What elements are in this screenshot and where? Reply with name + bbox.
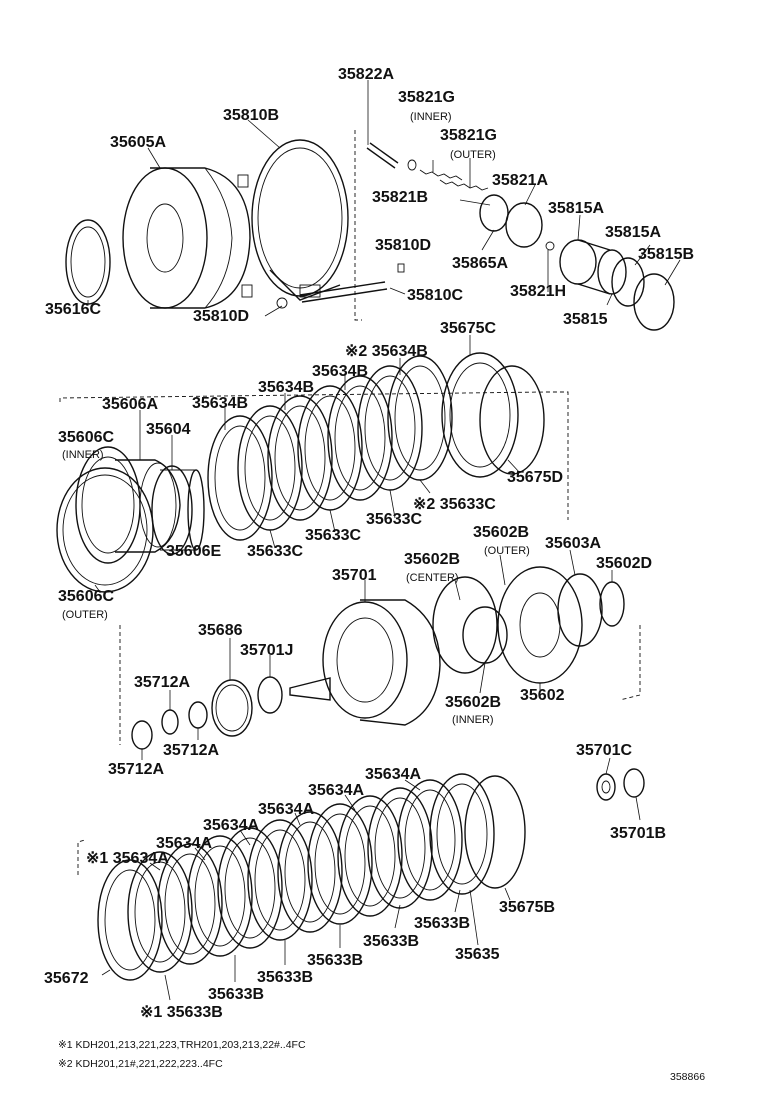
label-35606A: 35606A — [102, 396, 158, 413]
label-35633B-1: 35633B — [414, 915, 470, 932]
label-35810B: 35810B — [223, 107, 279, 124]
label-35634A-1: 35634A — [365, 766, 421, 783]
label-inner-2: (INNER) — [62, 449, 104, 461]
label-outer: (OUTER) — [450, 149, 496, 161]
diagram-code: 358866 — [670, 1071, 705, 1083]
label-35634A-3: 35634A — [258, 801, 314, 818]
label-35603A: 35603A — [545, 535, 601, 552]
label-35633C-4: 35633C — [247, 543, 303, 560]
label-35810D: 35810D — [375, 237, 431, 254]
servo-piston-35815 — [559, 239, 675, 331]
label-inner: (INNER) — [410, 111, 452, 123]
thrust-washers-35602B — [432, 576, 508, 674]
label-35821G-outer: 35821G — [440, 127, 497, 144]
label-inner-3: (INNER) — [452, 714, 494, 726]
label-35616C: 35616C — [45, 301, 101, 318]
label-35810C: 35810C — [407, 287, 463, 304]
label-35672: 35672 — [44, 970, 89, 987]
label-35712A-3: 35712A — [108, 761, 164, 778]
label-35606C-outer: 35606C — [58, 588, 114, 605]
label-35815B: 35815B — [638, 246, 694, 263]
label-35634A-4: 35634A — [203, 817, 259, 834]
label-35602D: 35602D — [596, 555, 652, 572]
label-35605A: 35605A — [110, 134, 166, 151]
label-35602B-inner: 35602B — [445, 694, 501, 711]
label-outer-3: (OUTER) — [484, 545, 530, 557]
label-35821G-inner: 35821G — [398, 89, 455, 106]
brake-band-35810B — [251, 139, 349, 301]
clutch-drum-35606A — [75, 446, 181, 564]
label-35675B: 35675B — [499, 899, 555, 916]
label-35810D-2: 35810D — [193, 308, 249, 325]
label-35602: 35602 — [520, 687, 565, 704]
label-35604: 35604 — [146, 421, 191, 438]
label-35675C: 35675C — [440, 320, 496, 337]
label-35634A-5: 35634A — [156, 835, 212, 852]
label-35606C-inner: 35606C — [58, 429, 114, 446]
brake-drum-35605A — [122, 167, 253, 309]
washers-35701C-35701B — [596, 768, 645, 801]
label-35701: 35701 — [332, 567, 377, 584]
label-35633C-2: 35633C — [366, 511, 422, 528]
label-35712A-2: 35712A — [163, 742, 219, 759]
footnote-2: ※2 KDH201,21#,221,222,223..4FC — [58, 1058, 223, 1070]
label-35815A: 35815A — [548, 200, 604, 217]
label-35701B: 35701B — [610, 825, 666, 842]
label-35602B-outer: 35602B — [473, 524, 529, 541]
label-35821B: 35821B — [372, 189, 428, 206]
piston-seal-35606C — [56, 467, 154, 593]
label-35701J: 35701J — [240, 642, 293, 659]
label-35633B-5: 35633B — [208, 986, 264, 1003]
label-35606E: 35606E — [166, 543, 221, 560]
clutch-plate-stack-lower — [97, 773, 526, 981]
label-35821H: 35821H — [510, 283, 566, 300]
label-35633B-2: 35633B — [363, 933, 419, 950]
label-35633B-note1: ※1 35633B — [140, 1004, 223, 1021]
servo-rod-35822A — [366, 142, 555, 251]
label-35634A-note1: ※1 35634A — [86, 850, 169, 867]
label-35634A-2: 35634A — [308, 782, 364, 799]
part-labels: 35822A 35821G (INNER) 35821G (OUTER) 358… — [44, 66, 694, 1021]
label-35865A: 35865A — [452, 255, 508, 272]
label-35602B-center: 35602B — [404, 551, 460, 568]
label-center: (CENTER) — [406, 572, 459, 584]
mid-group-boundary — [59, 391, 569, 520]
top-group-boundary — [354, 130, 362, 321]
snap-ring-35616C — [65, 219, 111, 305]
pin-35810C — [276, 263, 405, 309]
clutch-drum-35701 — [289, 599, 441, 726]
lower-group-boundary — [77, 839, 86, 875]
leader-lines — [87, 80, 681, 1001]
label-35633C-3: 35633C — [305, 527, 361, 544]
label-outer-2: (OUTER) — [62, 609, 108, 621]
label-35634B-2: 35634B — [312, 363, 368, 380]
footnote-1: ※1 KDH201,213,221,223,TRH201,203,213,22#… — [58, 1039, 306, 1051]
footnotes: ※1 KDH201,213,221,223,TRH201,203,213,22#… — [58, 1039, 705, 1083]
center-group-boundary — [119, 625, 641, 745]
clutch-hub-35604 — [151, 465, 205, 555]
label-35701C: 35701C — [576, 742, 632, 759]
label-35634B-3: 35634B — [258, 379, 314, 396]
label-35634B-note2: ※2 35634B — [345, 343, 428, 360]
label-35633C-note2: ※2 35633C — [413, 496, 496, 513]
label-35686: 35686 — [198, 622, 243, 639]
label-35815: 35815 — [563, 311, 608, 328]
label-35821A: 35821A — [492, 172, 548, 189]
label-35635: 35635 — [455, 946, 500, 963]
label-35633B-4: 35633B — [257, 969, 313, 986]
label-35633B-3: 35633B — [307, 952, 363, 969]
label-35815A-2: 35815A — [605, 224, 661, 241]
label-35675D: 35675D — [507, 469, 563, 486]
label-35822A: 35822A — [338, 66, 394, 83]
planetary-35602 — [497, 566, 625, 684]
label-35712A: 35712A — [134, 674, 190, 691]
label-35634B-4: 35634B — [192, 395, 248, 412]
